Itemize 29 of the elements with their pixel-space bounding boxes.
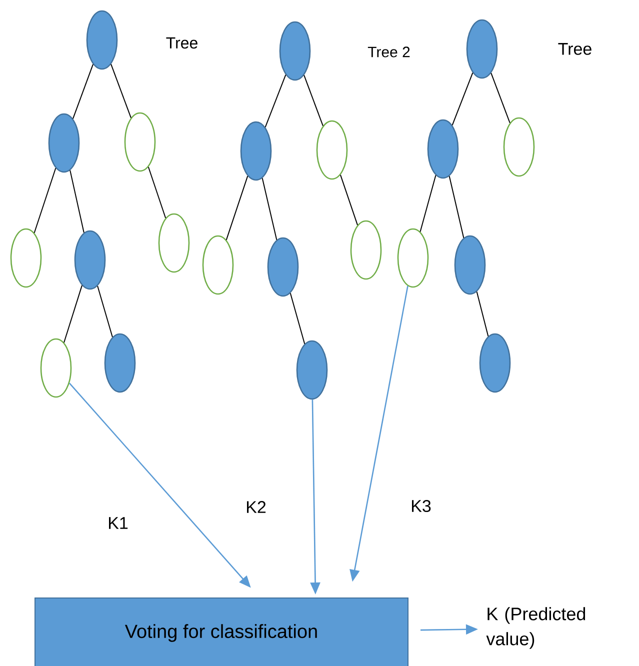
branch-node (48, 113, 80, 173)
branch-node (104, 333, 136, 393)
leaf-node (316, 120, 348, 180)
branch-node (279, 21, 311, 81)
edge-label: K2 (244, 500, 268, 514)
branch-node (86, 10, 118, 70)
leaf-node (503, 117, 535, 177)
tree-label: Tree 2 (368, 46, 410, 58)
branch-node (427, 119, 459, 179)
leaf-node (350, 220, 382, 280)
branch-node (479, 333, 511, 393)
branch-node (466, 19, 498, 79)
branch-node (454, 235, 486, 295)
leaf-node (40, 338, 72, 398)
tree-label: Tree (558, 43, 592, 55)
tree-label: Tree (166, 37, 198, 49)
branch-node (267, 237, 299, 297)
leaf-node (124, 112, 156, 172)
branch-node (240, 121, 272, 181)
branch-node (74, 230, 106, 290)
branch-node (296, 340, 328, 400)
leaf-node (158, 213, 190, 273)
process-box: Voting for classification (34, 598, 408, 666)
edge-label: K1 (106, 516, 130, 530)
leaf-node (397, 228, 429, 288)
leaf-node (10, 228, 42, 288)
leaf-node (202, 235, 234, 295)
output-text: K (Predicted value) (486, 607, 586, 649)
edge-label: K3 (410, 498, 432, 513)
